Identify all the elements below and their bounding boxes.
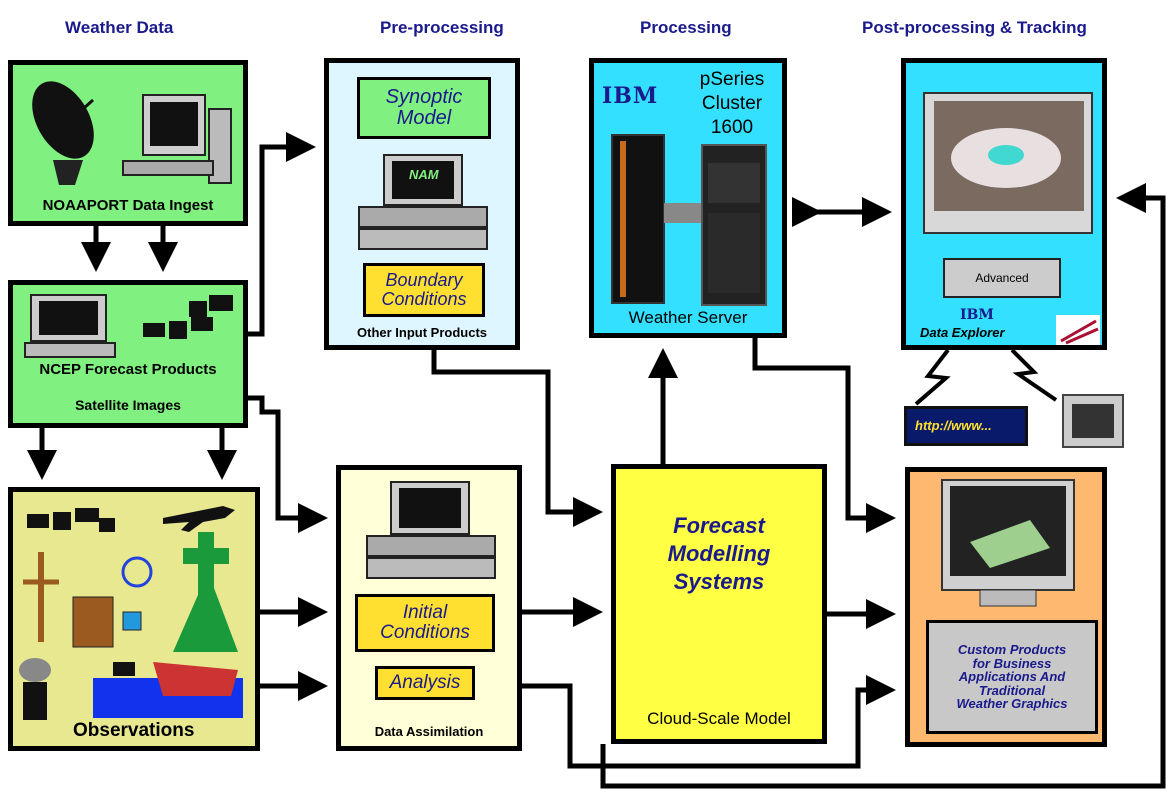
- assimilation-computer-icon: [366, 481, 496, 579]
- observation-instruments-icon: [19, 506, 243, 720]
- analysis-label: Analysis: [389, 672, 461, 694]
- http-label: http://www...: [915, 418, 992, 433]
- computer-satellite-icon: [24, 294, 233, 358]
- cloud-scale-label: Cloud-Scale Model: [647, 709, 791, 728]
- ibm-logo: IBM: [602, 83, 659, 109]
- boundary-line-1: Boundary: [385, 270, 463, 291]
- weather-server-box: IBM pSeries Cluster 1600 Weather Server: [589, 58, 787, 338]
- custom-products-inner: Custom Products for Business Application…: [926, 620, 1098, 734]
- ncep-label-2: Satellite Images: [75, 397, 181, 413]
- header-post-processing: Post-processing & Tracking: [862, 18, 1087, 37]
- custom-line-5: Weather Graphics: [956, 696, 1068, 712]
- custom-line-1: Custom Products: [957, 641, 1067, 657]
- ncep-label-1: NCEP Forecast Products: [39, 361, 217, 378]
- header-weather-data: Weather Data: [65, 18, 174, 37]
- custom-line-3: Applications And: [958, 669, 1066, 685]
- initial-line-1: Initial: [402, 602, 448, 624]
- custom-products-box: Custom Products for Business Application…: [905, 467, 1107, 747]
- initial-conditions-box: Initial Conditions: [355, 594, 495, 652]
- forecast-box: Forecast Modelling Systems Cloud-Scale M…: [611, 464, 827, 744]
- custom-line-4: Traditional: [978, 682, 1046, 698]
- link-explorer-monitor: [1010, 348, 1058, 402]
- ncep-box: NCEP Forecast Products Satellite Images: [8, 280, 248, 428]
- header-pre-processing: Pre-processing: [380, 18, 504, 37]
- forecast-line-1: Forecast: [673, 513, 765, 538]
- header-processing: Processing: [640, 18, 732, 37]
- nam-label: NAM: [409, 167, 439, 182]
- boundary-conditions-box: Boundary Conditions: [363, 263, 485, 317]
- data-assimilation-label: Data Assimilation: [374, 724, 484, 739]
- synoptic-line-2: Model: [396, 107, 452, 129]
- synoptic-model-box: Synoptic Model: [357, 77, 491, 139]
- assimilation-box: Initial Conditions Analysis Data Assimil…: [336, 465, 522, 751]
- noaaport-box: NOAAPORT Data Ingest: [8, 60, 248, 226]
- data-explorer-label: Data Explorer: [920, 325, 1005, 340]
- server-title-3: 1600: [710, 117, 754, 138]
- observations-box: Observations: [8, 487, 260, 751]
- observations-label: Observations: [73, 720, 195, 741]
- initial-line-2: Conditions: [380, 622, 470, 643]
- data-explorer-box: Advanced IBM Data Explorer: [901, 58, 1107, 350]
- explorer-monitor-icon: [923, 92, 1100, 345]
- satellite-dish-computer-icon: [32, 81, 232, 185]
- http-box: http://www...: [904, 406, 1028, 446]
- server-title-2: Cluster: [701, 93, 763, 114]
- synoptic-line-1: Synoptic: [385, 86, 463, 108]
- arrow-ncep-preproc: [248, 132, 316, 337]
- boundary-line-2: Conditions: [381, 289, 467, 309]
- nam-computer-icon: [358, 154, 488, 250]
- small-monitor-icon: [1062, 394, 1124, 448]
- advanced-label: Advanced: [975, 271, 1029, 285]
- server-cabinets-icon: [611, 134, 767, 306]
- custom-line-2: for Business: [972, 655, 1052, 671]
- other-input-products-label: Other Input Products: [357, 325, 487, 340]
- analysis-box: Analysis: [375, 666, 475, 700]
- link-explorer-http: [914, 348, 951, 406]
- weather-server-label: Weather Server: [628, 308, 748, 327]
- server-title-1: pSeries: [699, 69, 765, 90]
- preproc-box: Synoptic Model NAM Boundary Conditions O…: [324, 58, 520, 350]
- explorer-ibm-logo: IBM: [960, 307, 994, 323]
- forecast-line-2: Modelling: [667, 541, 771, 566]
- noaaport-label: NOAAPORT Data Ingest: [42, 197, 214, 214]
- forecast-line-3: Systems: [673, 569, 765, 594]
